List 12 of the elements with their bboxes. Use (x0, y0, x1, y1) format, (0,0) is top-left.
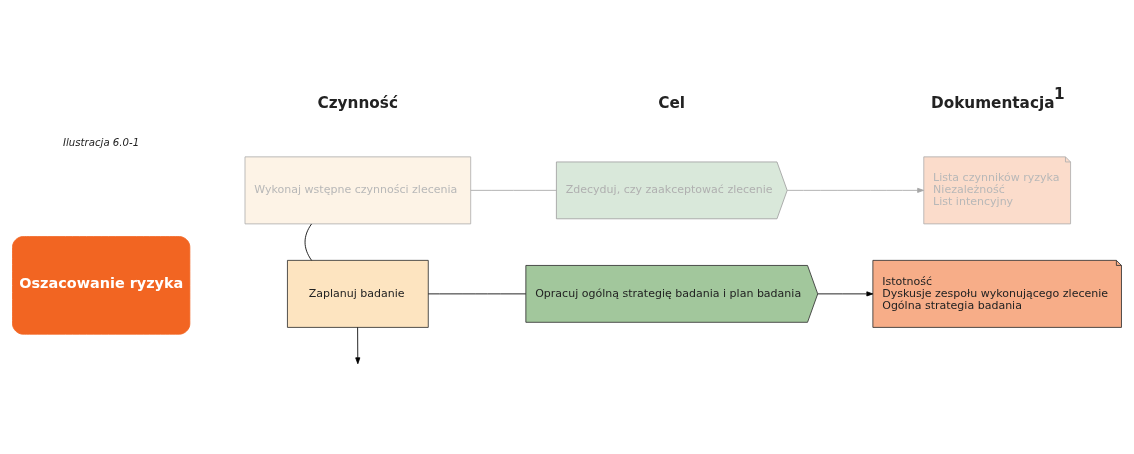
connector (470, 189, 557, 191)
arrow (355, 327, 361, 365)
label: Czynność (317, 93, 398, 112)
connector (304, 223, 312, 261)
connector (427, 293, 527, 295)
node-box: Oszacowanie ryzyka (12, 236, 191, 335)
arrow (817, 291, 874, 297)
label: Cel (658, 93, 686, 112)
node-box: Zaplanuj badanie (287, 259, 429, 328)
label: Ilustracja 6.0-1 (63, 137, 140, 149)
node-box: Wykonaj wstępne czynności zlecenia (244, 156, 472, 225)
arrow (786, 187, 924, 193)
